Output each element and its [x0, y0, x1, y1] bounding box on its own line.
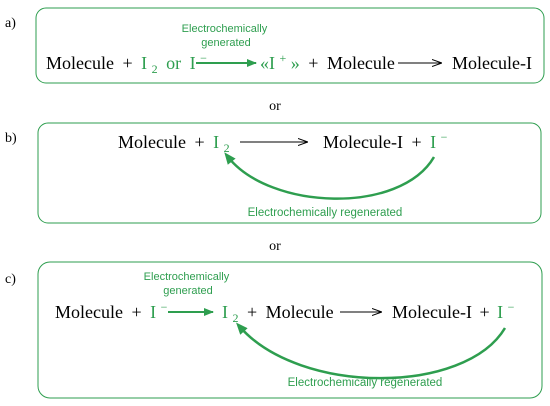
regen-label-c: Electrochemically regenerated	[288, 377, 443, 389]
panel-a: a) Molecule + I 2 or I − Electrochemical…	[5, 7, 545, 84]
panel-a-product: Molecule-I	[452, 53, 532, 73]
iodine-text: I	[141, 53, 147, 73]
molecule-text: Molecule	[55, 302, 123, 322]
label-line-2: generated	[201, 37, 251, 49]
arrow-label-generated-a: Electrochemically generated	[182, 23, 271, 49]
iodide-superscript: −	[441, 130, 448, 144]
molecule-text: Molecule	[46, 53, 114, 73]
iodine-subscript: 2	[152, 62, 158, 76]
iodide-text: I	[150, 302, 156, 322]
regeneration-arrow-b	[224, 152, 436, 200]
panel-c-intermediate: I 2 + Molecule	[222, 302, 334, 326]
panel-a-label: a)	[5, 16, 16, 31]
product-text: Molecule-I	[392, 302, 472, 322]
plus-sign: +	[247, 302, 257, 322]
panel-c-label: c)	[5, 272, 16, 287]
label-line-1: Electrochemically	[144, 271, 230, 283]
panel-a-frame	[35, 7, 545, 84]
iodine-text: I	[213, 132, 219, 152]
separator-or-2: or	[269, 239, 281, 254]
panel-b-label: b)	[5, 131, 17, 146]
iodide-superscript: −	[161, 300, 168, 314]
iodine-subscript: 2	[224, 141, 230, 155]
panel-c-frame	[37, 261, 543, 399]
panel-c: c) Molecule + I − Electrochemically gene…	[5, 261, 543, 399]
iodide-superscript: −	[200, 51, 207, 65]
regen-label-b: Electrochemically regenerated	[248, 207, 403, 219]
arrow-label-generated-c: Electrochemically generated	[144, 271, 233, 297]
iodide-text: I	[190, 53, 196, 73]
panel-b-reactant: Molecule + I 2	[118, 132, 230, 155]
panel-b-frame	[37, 122, 542, 224]
panel-c-product: Molecule-I + I −	[392, 300, 515, 322]
plus-sign: +	[479, 302, 489, 322]
iodonium-superscript: +	[280, 51, 287, 65]
panel-c-reactant: Molecule + I −	[55, 300, 168, 322]
plus-sign: +	[411, 132, 421, 152]
molecule-text: Molecule	[266, 302, 334, 322]
panel-b-product: Molecule-I + I −	[323, 130, 448, 152]
panel-a-intermediate: «I + » + Molecule	[260, 46, 395, 73]
regeneration-arrow-c	[236, 322, 507, 380]
iodide-text: I	[497, 302, 503, 322]
label-line-1: Electrochemically	[182, 23, 268, 35]
panel-b: b) Molecule + I 2 Molecule-I + I − Elect…	[5, 122, 542, 224]
iodide-text: I	[430, 132, 436, 152]
product-text: Molecule-I	[323, 132, 403, 152]
molecule-text: Molecule	[118, 132, 186, 152]
molecule-text: Molecule	[327, 53, 395, 73]
iodine-subscript: 2	[233, 311, 239, 325]
panel-a-reactant: Molecule + I 2 or I −	[46, 51, 207, 77]
iodine-text: I	[222, 302, 228, 322]
plus-sign: +	[308, 53, 318, 73]
label-line-2: generated	[163, 285, 213, 297]
iodide-superscript: −	[508, 300, 515, 314]
plus-sign: +	[131, 302, 141, 322]
or-word: or	[166, 53, 181, 73]
plus-sign: +	[122, 53, 132, 73]
separator-or-1: or	[269, 99, 281, 114]
iodonium-close: »	[291, 53, 300, 73]
iodonium-text: «I	[260, 53, 275, 73]
plus-sign: +	[194, 132, 204, 152]
